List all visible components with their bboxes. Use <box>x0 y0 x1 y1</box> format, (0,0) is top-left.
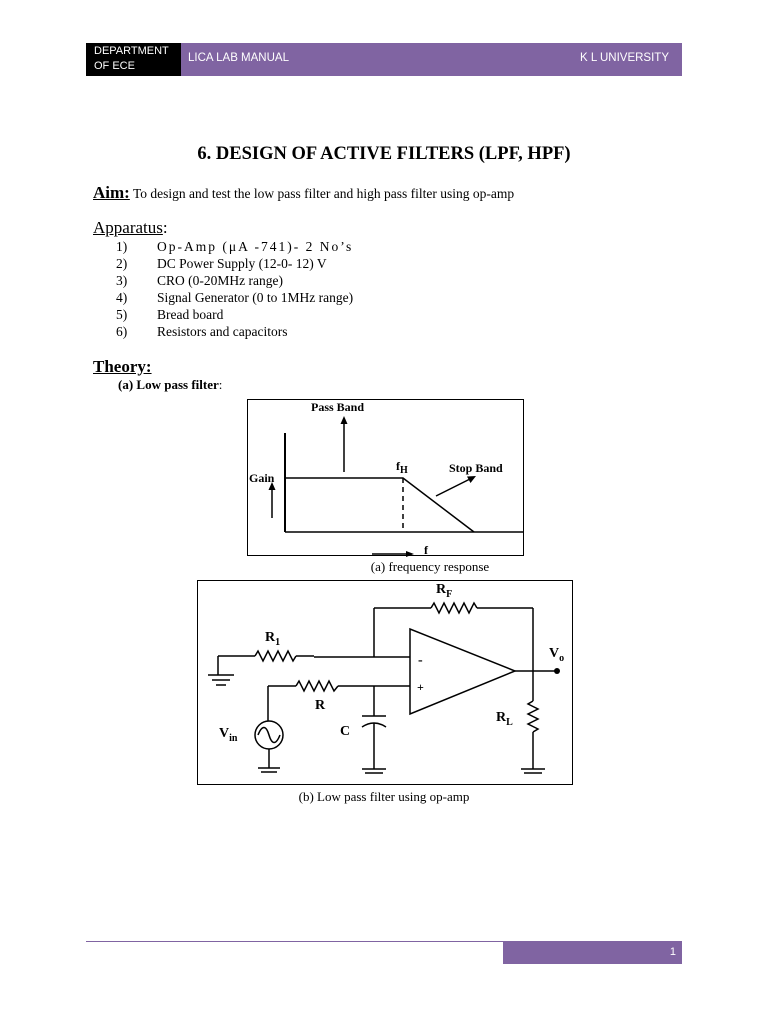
apparatus-label: Apparatus <box>93 218 163 237</box>
list-item-text: CRO (0-20MHz range) <box>157 273 283 288</box>
stop-band-arrowhead <box>467 476 476 483</box>
manual-title: LICA LAB MANUAL <box>188 52 289 64</box>
aim-label: Aim: <box>93 183 130 202</box>
list-item-number: 1) <box>116 239 128 254</box>
circuit-diagram: RF R1 R C Vin Vo RL - + <box>208 582 564 774</box>
list-item-number: 6) <box>116 324 128 339</box>
theory-heading: Theory: <box>93 357 152 376</box>
frequency-response-diagram: Pass Band fH Stop Band Gain f <box>249 400 524 557</box>
low-pass-subheading: (a) Low pass filter: <box>118 377 222 393</box>
low-pass-label: (a) Low pass filter <box>118 377 219 392</box>
gain-label: Gain <box>249 471 275 485</box>
inverting-sign: - <box>418 653 423 668</box>
page-title: 6. DESIGN OF ACTIVE FILTERS (LPF, HPF) <box>197 144 571 164</box>
list-item-number: 5) <box>116 307 128 322</box>
r1-label: R1 <box>265 630 280 648</box>
header-bar: LICA LAB MANUAL K L UNIVERSITY <box>181 43 682 76</box>
vo-label: Vo <box>549 646 564 664</box>
r-resistor <box>295 679 339 693</box>
rl-resistor <box>526 700 540 733</box>
cutoff-frequency-label: fH <box>396 459 408 476</box>
apparatus-colon: : <box>162 218 168 237</box>
rf-resistor <box>430 601 478 615</box>
pass-band-label: Pass Band <box>311 400 364 414</box>
f-axis-label: f <box>424 543 429 557</box>
list-item-text: Signal Generator (0 to 1MHz range) <box>157 290 354 305</box>
list-item-text: Op-Amp (μA -741)- 2 No’s <box>157 239 354 254</box>
stop-band-arrow <box>435 478 471 497</box>
output-terminal <box>554 668 560 674</box>
department-label: DEPARTMENT OF ECE <box>86 43 181 76</box>
page-number: 1 <box>503 941 682 964</box>
list-item-number: 4) <box>116 290 128 305</box>
gain-arrowhead <box>268 482 276 490</box>
r1-resistor <box>254 649 297 663</box>
vin-label: Vin <box>219 726 238 744</box>
low-pass-circuit-figure: RF R1 R C Vin Vo RL - + <box>197 580 573 785</box>
rl-label: RL <box>496 710 513 728</box>
department-line-2: OF ECE <box>94 60 135 72</box>
f-axis-arrowhead <box>406 551 414 557</box>
r-label: R <box>315 698 326 713</box>
figure-b-caption: (b) Low pass filter using op-amp <box>298 789 470 804</box>
aim-text: To design and test the low pass filter a… <box>129 186 515 201</box>
list-item-text: Bread board <box>157 307 224 322</box>
list-item-text: Resistors and capacitors <box>157 324 288 339</box>
frequency-response-figure: Pass Band fH Stop Band Gain f <box>247 399 524 557</box>
footer-line <box>86 941 682 942</box>
sine-wave-icon <box>257 726 281 744</box>
noninverting-sign: + <box>417 680 424 694</box>
list-item-number: 2) <box>116 256 128 271</box>
department-line-1: DEPARTMENT <box>94 45 169 57</box>
apparatus-heading: Apparatus: <box>93 218 168 238</box>
low-pass-colon: : <box>218 377 223 392</box>
figure-a-caption: (a) frequency response <box>370 559 490 574</box>
pass-band-arrowhead <box>340 416 348 424</box>
c-label: C <box>340 724 350 739</box>
stop-band-label: Stop Band <box>449 461 503 475</box>
op-amp-triangle <box>409 627 517 716</box>
list-item-number: 3) <box>116 273 128 288</box>
aim-paragraph: Aim: To design and test the low pass fil… <box>93 183 514 203</box>
list-item-text: DC Power Supply (12-0- 12) V <box>157 256 327 271</box>
rf-label: RF <box>436 582 452 600</box>
response-curve <box>285 477 475 533</box>
university-name: K L UNIVERSITY <box>579 52 669 64</box>
